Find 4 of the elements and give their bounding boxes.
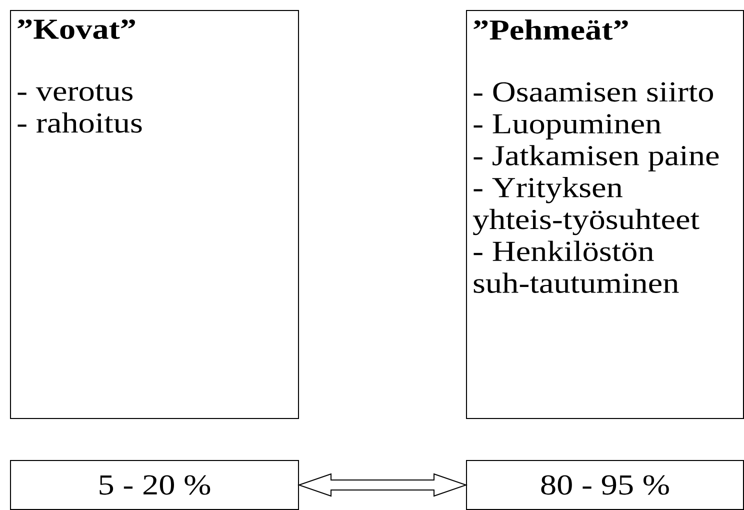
value-box: 80 - 95 % (466, 460, 744, 510)
text-box: ”Pehmeät” - Osaamisen siirto - Luopuminen - Jatkamisen paine - Yrityksen yhteis-työsuhteet - Henkilöstön suh-tautuminen (466, 10, 744, 419)
text-box: ”Kovat” - verotus - rahoitus (10, 10, 299, 419)
value-box: 5 - 20 % (10, 460, 299, 510)
